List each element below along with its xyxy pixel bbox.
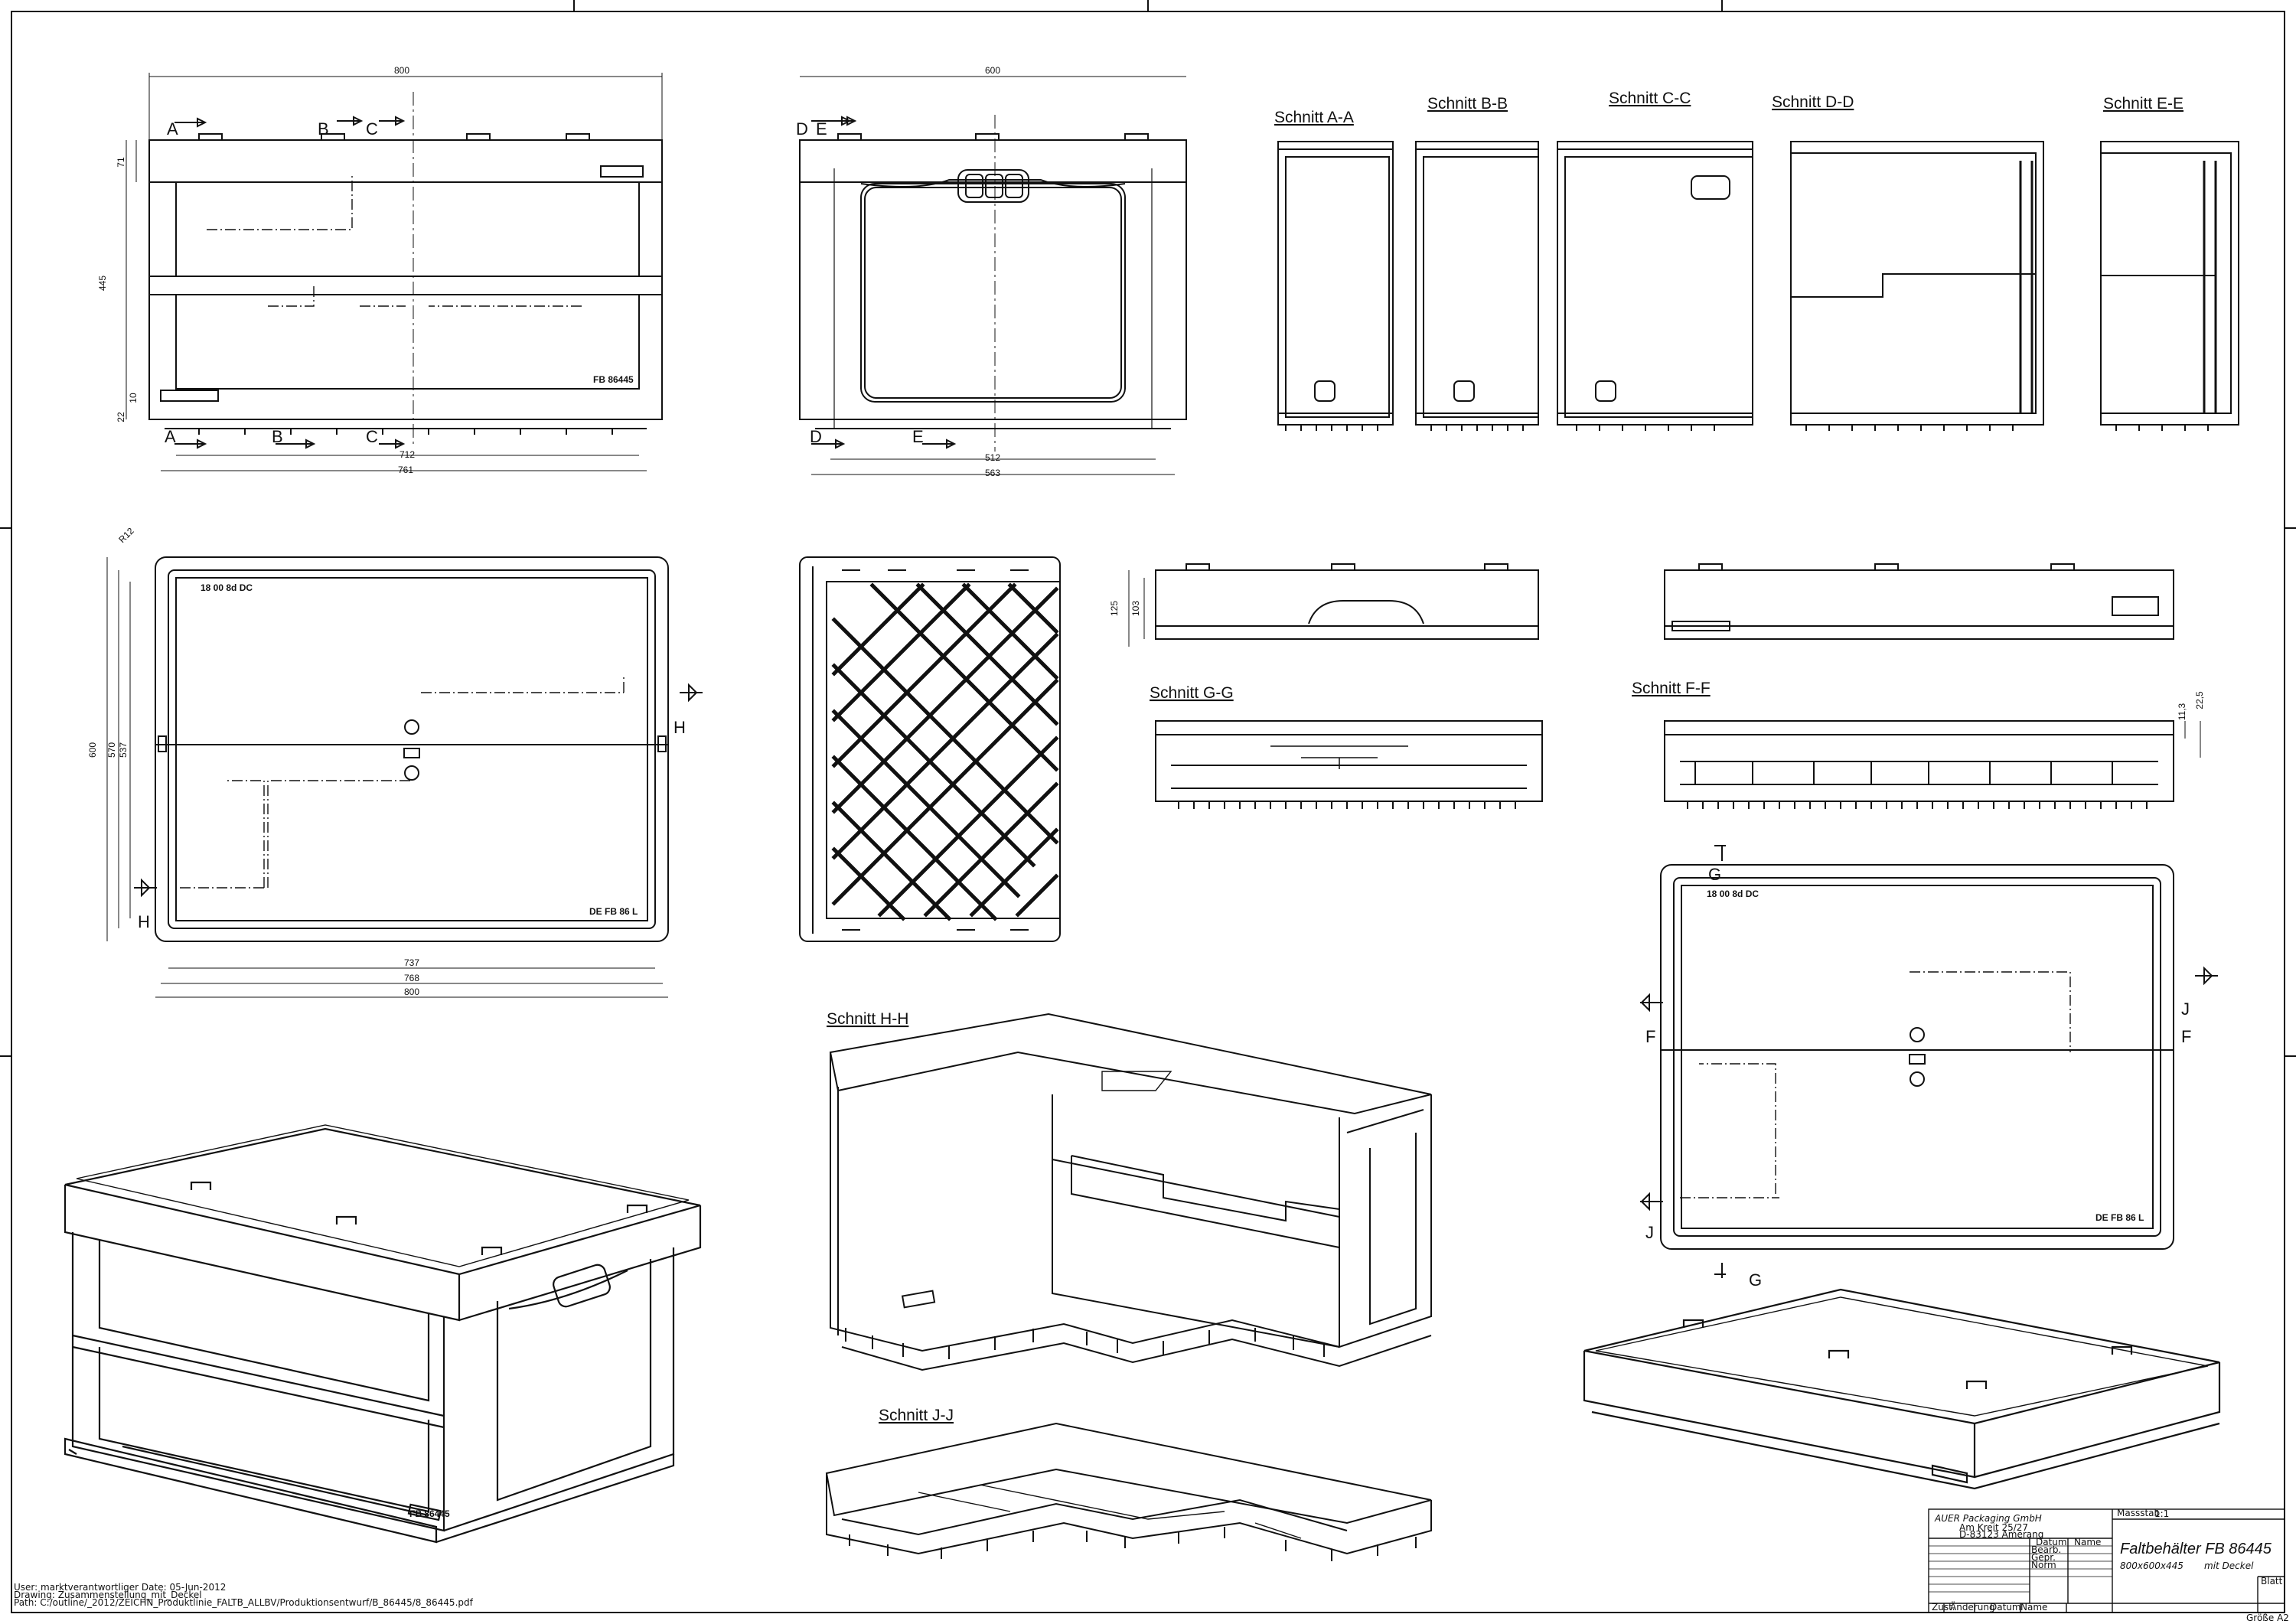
lid-corner-dim: R12 — [116, 525, 136, 545]
tb-address1: Am Kreit 25/27 — [1959, 1522, 2028, 1533]
section-ff-dim-b: 22,5 — [2194, 691, 2205, 709]
front-height-dim: 445 — [97, 276, 108, 291]
section-ff — [1664, 720, 2201, 809]
title-block — [1928, 1508, 2285, 1613]
footer-note-3: Path: C:/outline/_2012/ZEICHN_Produktlin… — [14, 1597, 474, 1608]
section-mark-f-right: F — [2181, 1027, 2191, 1046]
lid-top-view — [106, 556, 703, 998]
section-mark-b-top: B — [318, 119, 329, 139]
tb-address2: D-83123 Amerang — [1959, 1529, 2043, 1540]
tb-foot1: Zust. — [1932, 1602, 1955, 1613]
front-d1-dim: 10 — [128, 393, 139, 403]
isometric-section-hh — [829, 1013, 1432, 1371]
section-title-gg: Schnitt G-G — [1150, 684, 1234, 702]
tb-sheet: Blatt — [2261, 1576, 2283, 1586]
front-width-dim: 800 — [394, 65, 409, 76]
tb-col-name: Name — [2074, 1537, 2101, 1547]
side-inner-dim: 512 — [985, 452, 1000, 463]
lid2-stamp-bottom-right: DE FB 86 L — [2095, 1212, 2144, 1223]
footer-note-1: User: marktverantwortliger Date: 05-Jun-… — [14, 1582, 226, 1593]
section-title-jj: Schnitt J-J — [879, 1407, 954, 1424]
lid-side-view — [1128, 563, 2174, 647]
section-mark-c-top: C — [366, 119, 378, 139]
lid-h600-dim: 600 — [87, 742, 98, 758]
front-d2-dim: 22 — [116, 412, 126, 422]
section-title-cc: Schnitt C-C — [1609, 90, 1691, 107]
tb-row3: Norm — [2031, 1560, 2056, 1570]
section-mark-j-left: J — [1645, 1223, 1654, 1242]
tb-row1: Bearb. — [2031, 1544, 2061, 1555]
front-top-dim: 71 — [116, 157, 126, 168]
tb-col-date: Datum — [2036, 1537, 2067, 1547]
section-mark-e-top: E — [816, 119, 827, 139]
section-mark-h-left: H — [138, 912, 150, 931]
section-mark-a-bottom: A — [165, 427, 176, 446]
tb-title: Faltbehälter FB 86445 — [2120, 1541, 2272, 1557]
lid-stamp-top-left: 18 00 8d DC — [201, 582, 253, 593]
isometric-lid — [1583, 1288, 2221, 1490]
section-title-ff: Schnitt F-F — [1632, 680, 1711, 697]
section-title-ee: Schnitt E-E — [2103, 95, 2183, 113]
lid-top-view-2 — [1640, 845, 2218, 1278]
section-mark-c-bottom: C — [366, 427, 378, 446]
iso-stamp: FB 86445 — [409, 1508, 450, 1519]
front-inner-dim: 712 — [400, 449, 415, 460]
side-outer-dim: 563 — [985, 468, 1000, 478]
section-title-bb: Schnitt B-B — [1427, 95, 1508, 113]
section-gg — [1155, 720, 1543, 809]
lid2-stamp-top-left: 18 00 8d DC — [1707, 889, 1759, 899]
section-title-aa: Schnitt A-A — [1274, 109, 1354, 126]
lid-w768-dim: 768 — [404, 973, 419, 983]
tb-foot4: Name — [2020, 1602, 2047, 1613]
section-mark-g-top: G — [1708, 865, 1721, 884]
section-title-hh: Schnitt H-H — [827, 1010, 908, 1028]
front-outer-dim: 761 — [398, 465, 413, 475]
tb-size: Größe A2 — [2246, 1613, 2289, 1623]
side-width-dim: 600 — [985, 65, 1000, 76]
isometric-box — [64, 1124, 702, 1544]
section-ff-dim-a: 11,3 — [2177, 703, 2187, 720]
front-view — [126, 73, 663, 471]
section-title-dd: Schnitt D-D — [1772, 93, 1854, 111]
section-mark-b-bottom: B — [272, 427, 283, 446]
front-stamp: FB 86445 — [593, 374, 634, 385]
sections-top-row — [1277, 141, 2239, 431]
section-mark-g-bottom: G — [1749, 1270, 1762, 1290]
lid-h537-dim: 537 — [118, 742, 129, 758]
tb-row2: Gepr. — [2031, 1552, 2056, 1563]
section-mark-d-top: D — [796, 119, 808, 139]
tb-foot3: Datum — [1990, 1602, 2021, 1613]
side-view — [799, 76, 1187, 475]
lid-w800-dim: 800 — [404, 986, 419, 997]
section-mark-d-bottom: D — [810, 427, 822, 446]
footer-note-2: Drawing: Zusammenstellung_mit_Deckel — [14, 1590, 202, 1600]
tb-foot2: Änderung — [1950, 1601, 1995, 1613]
section-mark-h-right: H — [673, 718, 686, 737]
section-mark-j-right: J — [2181, 1000, 2190, 1019]
section-mark-a-top: A — [167, 119, 178, 139]
lid-h570-dim: 570 — [106, 742, 117, 758]
lid-w737-dim: 737 — [404, 957, 419, 968]
section-mark-f-left: F — [1645, 1027, 1655, 1046]
tb-company: AUER Packaging GmbH — [1934, 1513, 2042, 1524]
lid-side-h125-dim: 125 — [1109, 601, 1120, 616]
bottom-grid-view — [799, 556, 1061, 942]
lid-side-h103-dim: 103 — [1130, 601, 1141, 616]
tb-subtitle2: mit Deckel — [2204, 1560, 2254, 1571]
tb-scale: 1:1 — [2154, 1508, 2169, 1519]
drawing-frame — [11, 11, 2285, 1613]
tb-scale-label: Massstab — [2117, 1508, 2160, 1518]
lid-stamp-bottom-right: DE FB 86 L — [589, 906, 638, 917]
section-mark-e-bottom: E — [912, 427, 924, 446]
isometric-section-jj — [825, 1422, 1432, 1561]
tb-subtitle: 800x600x445 — [2120, 1560, 2183, 1571]
